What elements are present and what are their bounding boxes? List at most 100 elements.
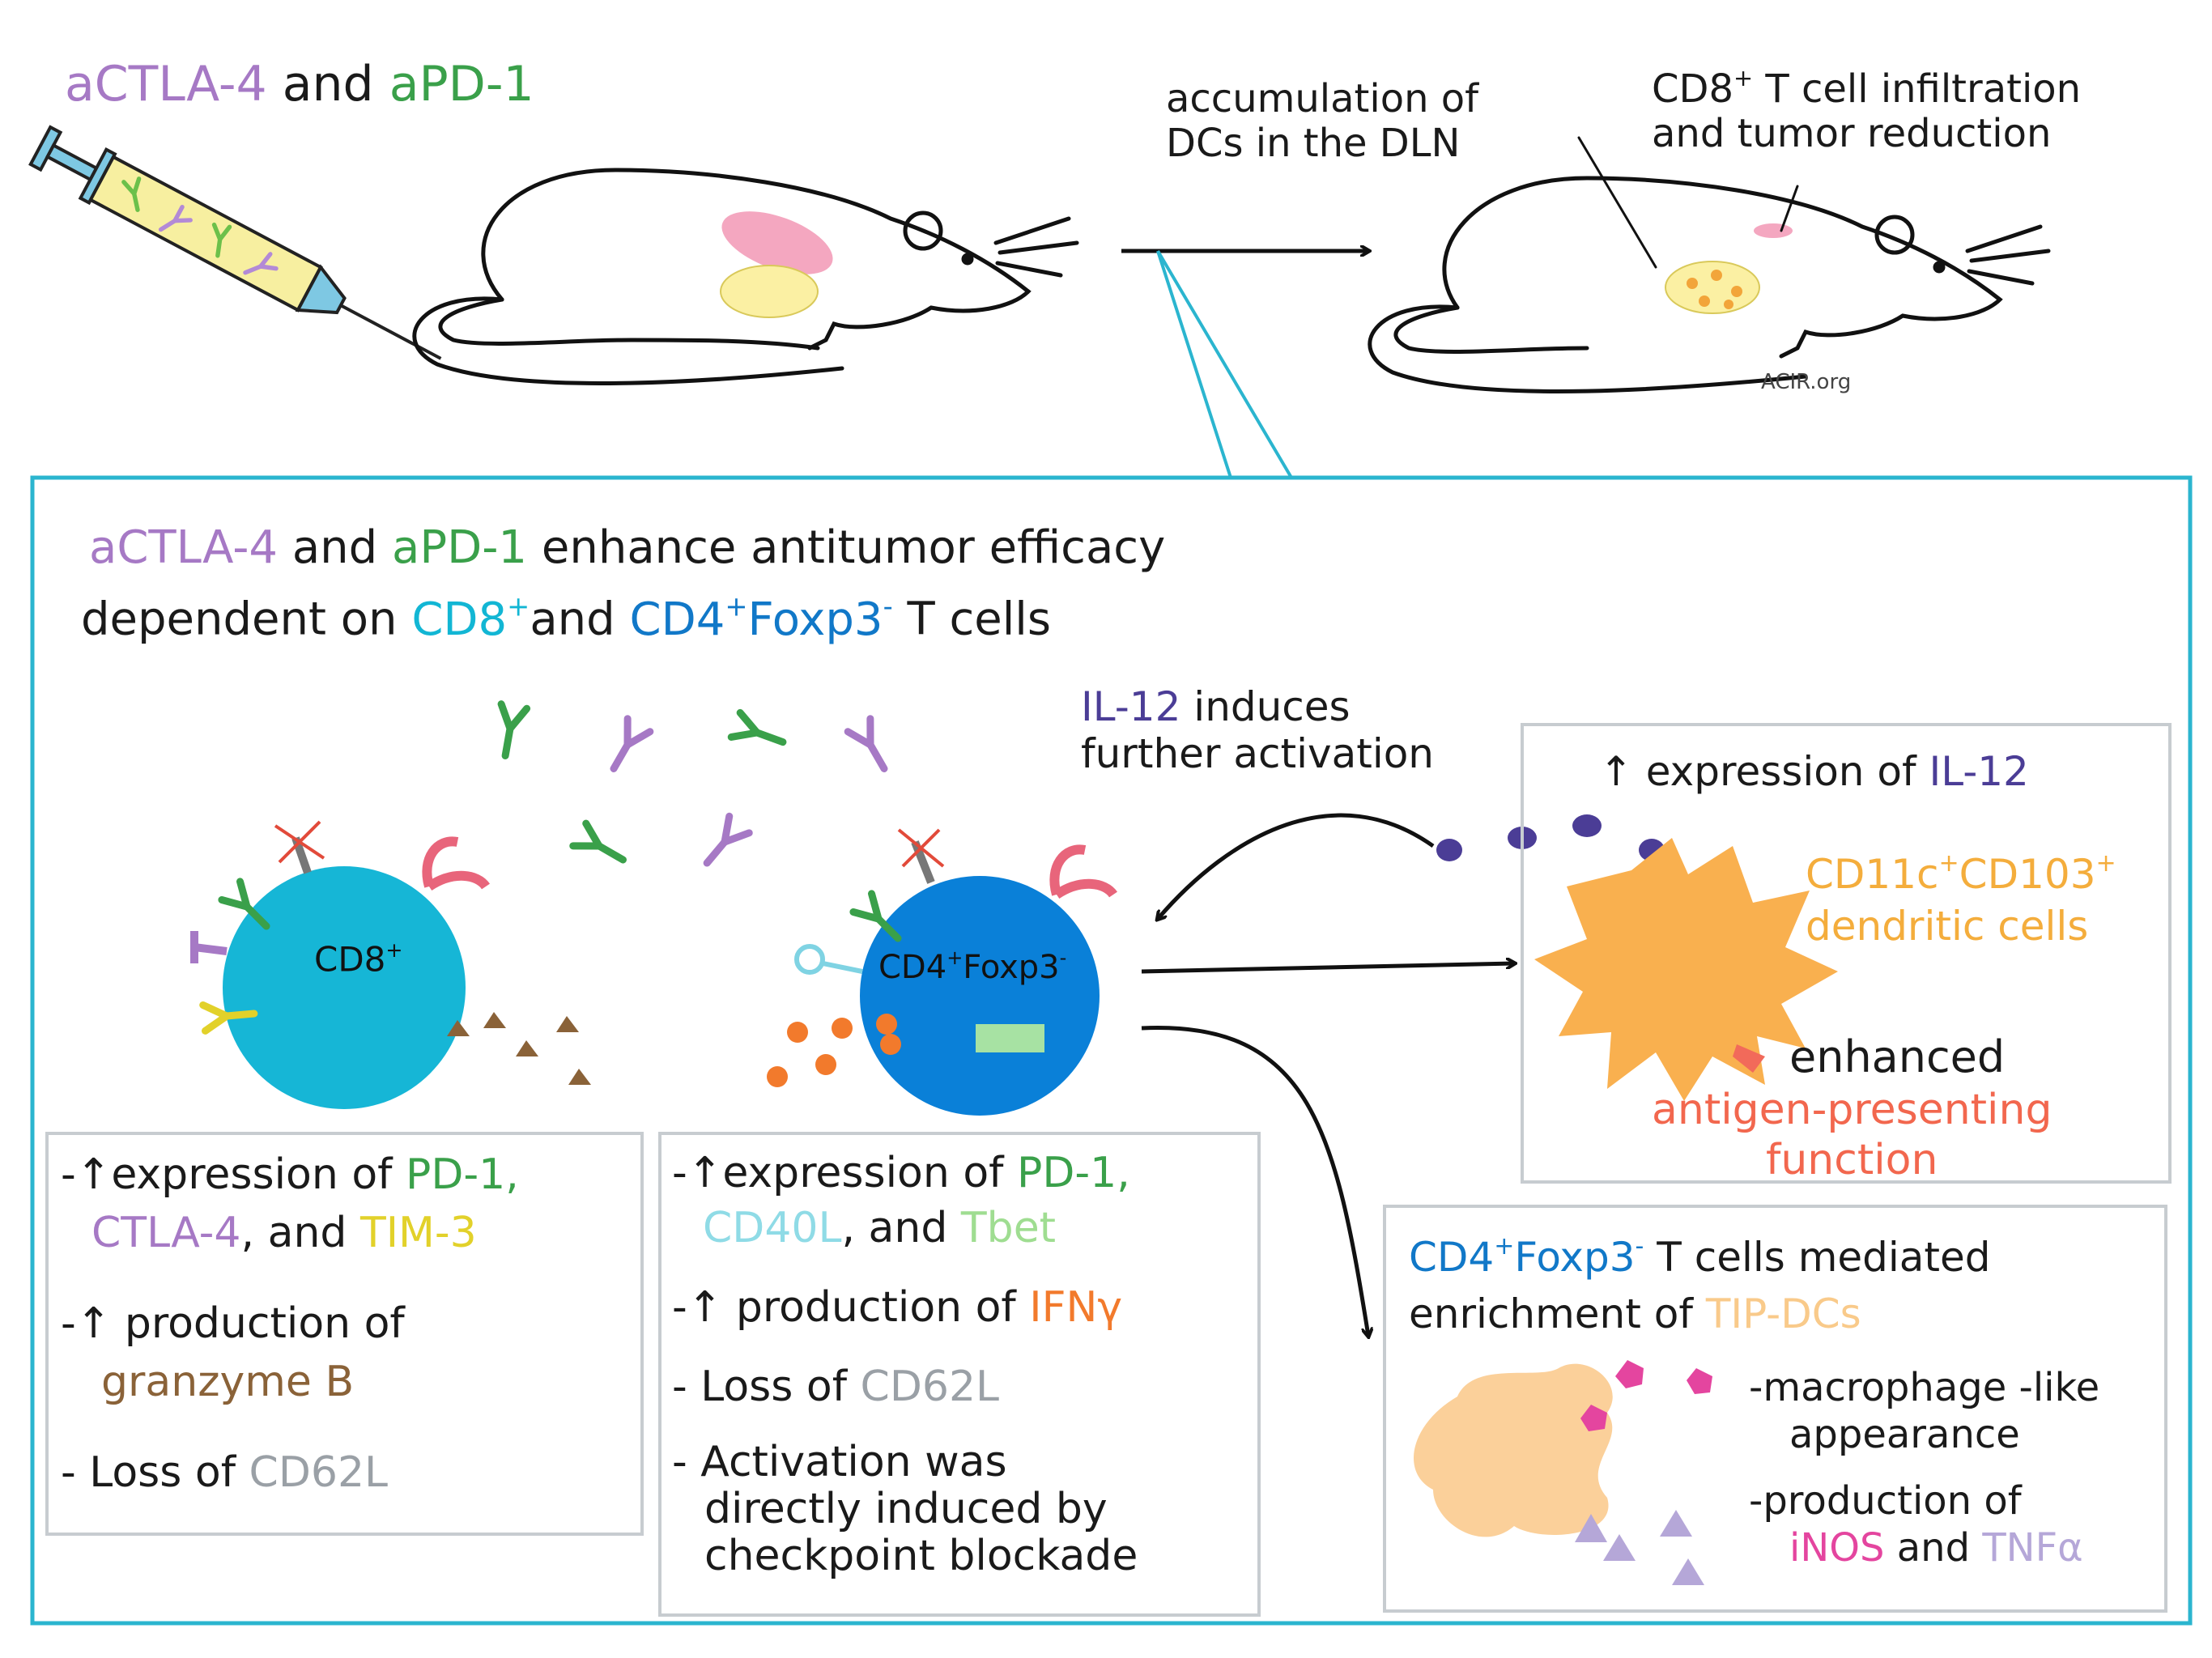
tip-details: -macrophage -like appearance -production… xyxy=(1749,1364,2099,1571)
box-cd8-text: -↑expression of PD-1, CTLA-4, and TIM-3 … xyxy=(61,1146,519,1502)
tip-l1-sup1: + xyxy=(1494,1232,1515,1261)
il12-induces-label: IL-12 induces further activation xyxy=(1081,683,1434,777)
il12-molecules xyxy=(1436,814,1665,861)
title-and: and xyxy=(282,56,374,113)
syringe-icon xyxy=(28,125,442,360)
cd4-cell-label: CD4+Foxp3- xyxy=(878,946,1067,986)
top-title: aCTLA-4 and aPD-1 xyxy=(65,57,534,113)
tip-l4: appearance xyxy=(1789,1412,2020,1457)
cd4-l4b: CD62L xyxy=(860,1363,1000,1411)
cd8-l2a: CTLA-4 xyxy=(91,1209,241,1257)
tip-dc-cell xyxy=(1414,1363,1613,1537)
dc-l5: antigen-presenting xyxy=(1652,1086,2052,1134)
cd4-cell xyxy=(767,828,1117,1116)
tip-l1a: CD4 xyxy=(1409,1234,1495,1281)
cd8-cell-text: CD8 xyxy=(314,939,386,980)
main-panel-border xyxy=(30,475,2193,1626)
tip-l6a: iNOS xyxy=(1789,1525,1885,1571)
dc-l6: function xyxy=(1766,1136,1938,1184)
dc-l1b: IL-12 xyxy=(1929,748,2029,795)
title-actla4: aCTLA-4 xyxy=(65,56,267,113)
cd8-l2c: TIM-3 xyxy=(359,1209,477,1257)
cd8-sup: + xyxy=(1733,64,1754,91)
dc-l2a: CD11c xyxy=(1806,851,1939,898)
cd4-l6: directly induced by xyxy=(704,1485,1108,1533)
cd8-l1a: -↑expression of xyxy=(61,1150,393,1199)
cd4-cell-foxp3: Foxp3 xyxy=(963,948,1060,986)
cd4-cell-sup: + xyxy=(946,946,963,969)
dendritic-cell xyxy=(1534,838,1838,1101)
dc-function-label: antigen-presenting function xyxy=(1652,1085,2052,1185)
h2-tcells: T cells xyxy=(907,593,1052,646)
cd8-text: CD8 xyxy=(1652,66,1734,113)
dc-l2-sup2: + xyxy=(2095,849,2116,878)
dc-l1a: ↑ expression of xyxy=(1599,748,1916,795)
dc-enhanced: enhanced xyxy=(1789,1031,2006,1082)
cd4-l5: - Activation was xyxy=(672,1438,1007,1486)
tip-l2a: enrichment of xyxy=(1409,1290,1693,1337)
title-apd1: aPD-1 xyxy=(389,56,534,113)
cd4-l3b: IFNγ xyxy=(1029,1283,1123,1332)
h2-foxp3: Foxp3 xyxy=(747,593,883,646)
cd8-post: T cell infiltration xyxy=(1753,66,2082,113)
mouse-right xyxy=(1368,136,2051,393)
further-activation-text: further activation xyxy=(1081,729,1434,777)
cd8-l3a: -↑ production of xyxy=(61,1299,405,1348)
box-tip-border xyxy=(1383,1205,2167,1613)
floating-antibodies xyxy=(492,704,895,872)
tip-l1-sup2: - xyxy=(1635,1232,1644,1261)
tip-l6c: TNFα xyxy=(1982,1525,2083,1571)
tip-l1b: Foxp3 xyxy=(1514,1234,1636,1281)
tip-l2b: TIP-DCs xyxy=(1705,1290,1861,1337)
cd8-cell-label: CD8+ xyxy=(314,938,403,980)
panel-heading-2: dependent on CD8+and CD4+Foxp3- T cells xyxy=(81,590,1052,646)
dln-dc-dots xyxy=(1687,270,1742,309)
credit: ACIR.org xyxy=(1761,370,1852,394)
h2-cd8: CD8 xyxy=(411,593,508,646)
cd8-l5a: - Loss of xyxy=(61,1448,236,1497)
h2-cd4: CD4 xyxy=(629,593,725,646)
box-dc-border xyxy=(1521,723,2172,1184)
dln-line2: DCs in the DLN xyxy=(1166,121,1461,167)
box-cd4-text: -↑expression of PD-1, CD40L, and Tbet -↑… xyxy=(672,1146,1138,1579)
cd4-l2b: , and xyxy=(841,1204,948,1252)
cd4-l1a: -↑expression of xyxy=(672,1149,1004,1197)
panel-heading-1: aCTLA-4 and aPD-1 enhance antitumor effi… xyxy=(89,521,1165,574)
cd4-l7: checkpoint blockade xyxy=(704,1532,1138,1580)
cd4-l2a: CD40L xyxy=(703,1204,842,1252)
h-apd1: aPD-1 xyxy=(392,521,528,574)
cd8-l4a: granzyme B xyxy=(101,1358,355,1406)
cd8-cell-sup: + xyxy=(385,938,403,962)
h2-pre: dependent on xyxy=(81,593,398,646)
cd8-l2b: , and xyxy=(240,1209,347,1257)
h-and: and xyxy=(291,521,378,574)
cd4-l4a: - Loss of xyxy=(672,1363,847,1411)
cd8-cell xyxy=(190,820,591,1109)
cd4-l1b: PD-1, xyxy=(1017,1149,1130,1197)
dc-type-label: CD11c+CD103+ dendritic cells xyxy=(1806,838,2116,952)
tip-l5: -production of xyxy=(1749,1478,2022,1524)
cd8-l1b: PD-1, xyxy=(406,1150,519,1199)
dln-line1: accumulation of xyxy=(1166,76,1479,121)
tip-l1c: T cells mediated xyxy=(1657,1234,1991,1281)
tip-heading: CD4+Foxp3- T cells mediated enrichment o… xyxy=(1409,1218,1991,1342)
dc-l2b: CD103 xyxy=(1959,851,2096,898)
dc-expression-label: ↑ expression of IL-12 xyxy=(1599,748,2029,796)
tip-l3: -macrophage -like xyxy=(1749,1365,2100,1410)
cd8-line2: and tumor reduction xyxy=(1652,111,2052,157)
box-cd8-border xyxy=(45,1132,644,1536)
dc-l3: dendritic cells xyxy=(1806,903,2089,950)
cd8-infiltration-label: CD8+ T cell infiltration and tumor reduc… xyxy=(1652,64,2082,157)
il12-text: IL-12 xyxy=(1081,683,1181,730)
mouse-left xyxy=(412,168,1079,385)
cd4-l2c: Tbet xyxy=(960,1204,1057,1252)
induces-text: induces xyxy=(1193,683,1351,730)
h2-foxp3-sup: - xyxy=(883,590,893,622)
cd4-cell-foxp3-sup: - xyxy=(1059,946,1067,969)
box-cd4-border xyxy=(658,1132,1261,1617)
h-actla4: aCTLA-4 xyxy=(89,521,279,574)
cd4-cell-text: CD4 xyxy=(878,948,947,986)
cd4-l3a: -↑ production of xyxy=(672,1283,1016,1332)
dc-l2-sup1: + xyxy=(1938,849,1959,878)
